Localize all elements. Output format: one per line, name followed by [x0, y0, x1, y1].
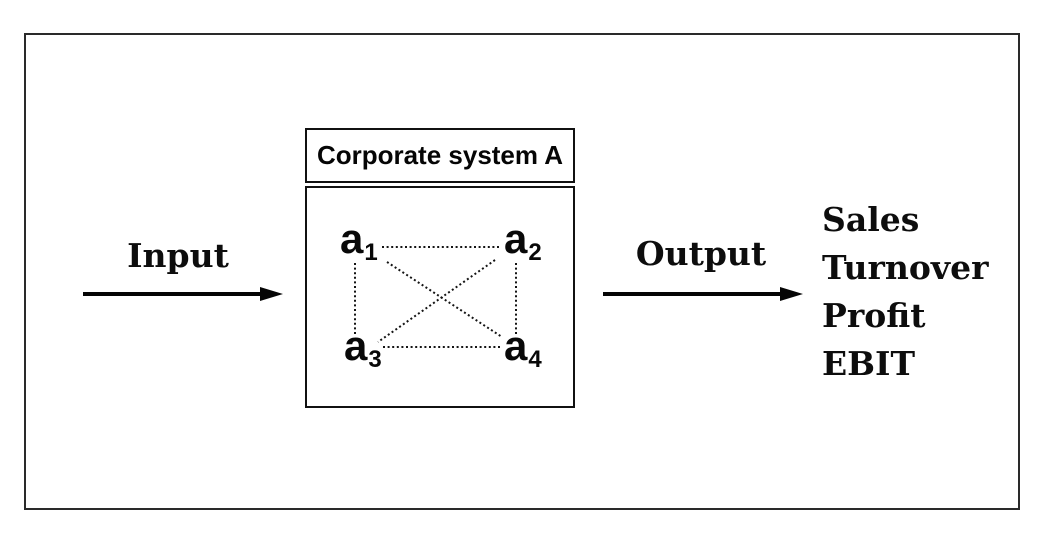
input-arrowhead-icon: [260, 287, 283, 301]
node-a3-base: a: [344, 322, 368, 369]
graph-node-a1: a1: [340, 218, 378, 265]
output-label: Output: [635, 234, 767, 273]
output-item-profit: Profit: [822, 296, 926, 335]
graph-node-a3: a3: [344, 325, 382, 372]
output-arrow: [603, 287, 803, 301]
output-item-turnover: Turnover: [822, 248, 989, 287]
node-a2-base: a: [504, 215, 528, 262]
graph-node-a4: a4: [504, 325, 542, 372]
outputs-list: Sales Turnover Profit EBIT: [822, 196, 988, 388]
edge-a2-a3: [377, 259, 496, 343]
node-a4-base: a: [504, 322, 528, 369]
output-arrow-shaft: [603, 292, 785, 296]
output-arrowhead-icon: [780, 287, 803, 301]
input-arrow-shaft: [83, 292, 265, 296]
node-a1-subscript: 1: [364, 239, 378, 266]
node-a3-subscript: 3: [368, 346, 382, 373]
system-box-title-bar: Corporate system A: [305, 128, 575, 183]
graph-node-a2: a2: [504, 218, 542, 265]
output-item-sales: Sales: [822, 200, 920, 239]
node-a2-subscript: 2: [528, 239, 542, 266]
system-box-body: [305, 186, 575, 408]
input-label: Input: [127, 236, 229, 275]
edge-a1-a4: [386, 261, 503, 338]
node-graph-edges: [354, 246, 517, 348]
node-a1-base: a: [340, 215, 364, 262]
input-arrow: [83, 287, 283, 301]
output-item-ebit: EBIT: [822, 344, 916, 383]
system-box-title: Corporate system A: [316, 140, 564, 170]
node-a4-subscript: 4: [528, 346, 542, 373]
